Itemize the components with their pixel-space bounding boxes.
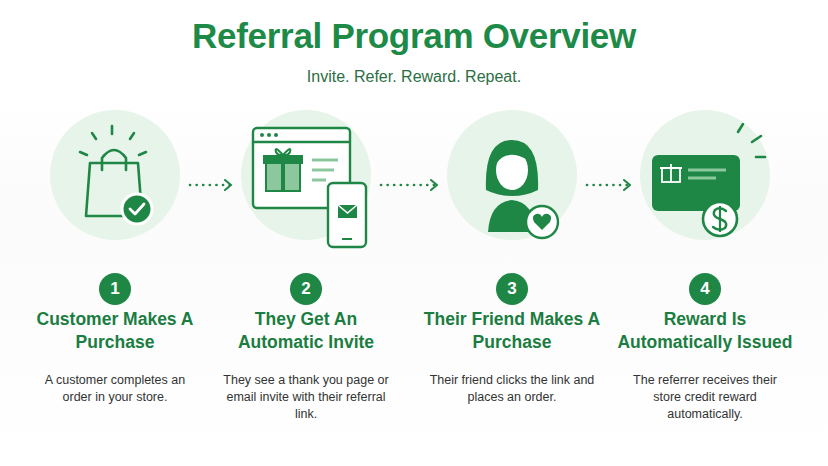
step-circle: 4Reward Is Automatically IssuedThe refer… bbox=[640, 110, 770, 240]
step-circle: 3Their Friend Makes A PurchaseTheir frie… bbox=[447, 110, 577, 240]
step-circle: 1Customer Makes A PurchaseA customer com… bbox=[50, 110, 180, 240]
dotted-arrow bbox=[587, 184, 630, 187]
step-heading: They Get An Automatic Invite bbox=[211, 308, 401, 354]
step-heading: Their Friend Makes A Purchase bbox=[417, 308, 607, 354]
step-number: 2 bbox=[290, 273, 322, 305]
step-heading: Reward Is Automatically Issued bbox=[610, 308, 800, 354]
step-heading: Customer Makes A Purchase bbox=[20, 308, 210, 354]
dotted-arrow bbox=[190, 184, 231, 187]
step-description: Their friend clicks the link and places … bbox=[427, 372, 597, 406]
step-description: The referrer receives their store credit… bbox=[620, 372, 790, 423]
diagram-title: Referral Program Overview bbox=[0, 16, 828, 56]
step-description: A customer completes an order in your st… bbox=[30, 372, 200, 406]
dotted-arrow bbox=[381, 184, 437, 187]
step-number: 1 bbox=[99, 273, 131, 305]
step-number: 3 bbox=[496, 273, 528, 305]
step-description: They see a thank you page or email invit… bbox=[221, 372, 391, 423]
step-number: 4 bbox=[689, 273, 721, 305]
subtitle: Invite. Refer. Reward. Repeat. bbox=[0, 68, 828, 86]
step-circle: 2They Get An Automatic InviteThey see a … bbox=[241, 110, 371, 240]
